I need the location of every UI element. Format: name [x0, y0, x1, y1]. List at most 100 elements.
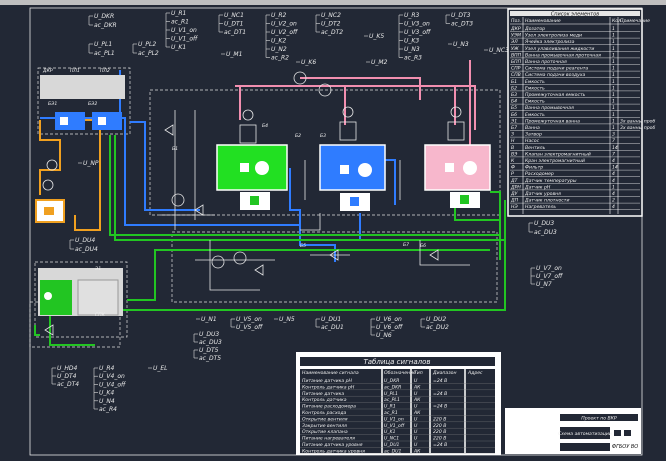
signal-table-cell: 220 В [433, 423, 446, 429]
equipment-label: Э1 [94, 266, 101, 272]
component-list-cell: Клапан электромагнитный [525, 151, 591, 157]
component-list-cell: 1 [612, 85, 615, 91]
signal-label: ac_R4 [99, 406, 117, 413]
signal-label: U_NC2 [321, 12, 341, 19]
component-list-cell: БПП [511, 59, 522, 65]
top-band [0, 0, 666, 5]
signal-label: U_K4 [99, 390, 114, 397]
component-list-cell: 2 [612, 198, 615, 204]
signal-label: ac_DT4 [57, 381, 79, 388]
signal-label: U_V7_off [536, 273, 563, 280]
signal-table-cell: Контроль датчика pH [302, 384, 355, 390]
component-list-cell: Датчик плотности [524, 198, 569, 204]
signal-table-cell: U [414, 436, 418, 442]
equipment-label: Б7 [403, 242, 409, 248]
signal-label: U_N4 [99, 398, 115, 405]
equipment-label: БЭ2 [88, 101, 97, 107]
signal-table-cell: ac_PL1 [384, 397, 400, 403]
component-list-cell: Фильтр [525, 165, 543, 171]
signal-label: ac_DU1 [321, 324, 344, 331]
component-list-cell: СПР [511, 66, 521, 72]
component-list-cell: 4 [612, 191, 615, 197]
component-list-cell: 1 [612, 184, 615, 190]
component-list-cell: Узел электролиза меди [525, 33, 582, 39]
component-list-cell: ДРН [510, 184, 521, 190]
signal-label: U_NC3 [489, 47, 509, 54]
signal-label: U_V2_off [271, 29, 298, 36]
title-block-line3: ФГБОУ ВО [612, 444, 639, 450]
component-list-cell: В [511, 145, 514, 151]
component-list-cell: 1 [612, 92, 615, 98]
equipment-label: Б5 [300, 243, 306, 249]
signal-label: U_V6_on [376, 316, 402, 323]
component-list-cell: ДП [510, 198, 519, 204]
component-list-cell: 1 [612, 59, 615, 65]
tank-blue [319, 106, 386, 211]
equipment-label: Б4 [262, 123, 268, 129]
signal-label: U_DKR [94, 13, 114, 20]
component-list-cell: Ванна [525, 125, 540, 131]
signal-table-cell: 220 В [433, 416, 446, 422]
white-pipelines [160, 110, 470, 291]
tank-green [216, 109, 288, 210]
component-list-cell: Емкость [525, 99, 545, 105]
component-list-cell: Датчик уровня [524, 191, 561, 197]
signal-label: U_K3 [404, 38, 419, 45]
signal-label: U_V3_off [404, 29, 431, 36]
signal-table-cell: Питание расходомера [302, 404, 356, 410]
signal-table-cell: АК [413, 384, 421, 390]
signal-table-header: Адрес [467, 370, 483, 376]
signal-label: U_PL1 [94, 41, 112, 48]
component-list-cell: 14 [612, 165, 618, 171]
component-list-cell: 3х ванны проб [620, 125, 655, 131]
component-list-cell: Б6 [511, 112, 517, 118]
component-list-header: Поз. [511, 18, 521, 24]
signal-label: U_V1_off [171, 36, 198, 43]
signal-table-cell: U_NC1 [384, 436, 399, 442]
title-block-line2: Схема автоматизации [558, 431, 612, 437]
component-list-cell: 1 [612, 72, 615, 78]
component-list-cell: З [511, 132, 514, 138]
component-list-cell: 3х ванны проб [620, 118, 655, 124]
title-block-line1: Проект по ВКР [581, 416, 617, 422]
signal-table-cell: АК [413, 397, 421, 403]
signal-label: U_N3 [404, 46, 420, 53]
component-list-cell: Ф [511, 165, 515, 171]
component-list-cell: УЖ [511, 46, 520, 52]
component-list-cell: Датчик pH [524, 184, 551, 190]
signal-table-cell: Питание нагревателя [302, 436, 355, 442]
signal-label: U_V2_on [271, 21, 297, 28]
dashed-regions [29, 67, 501, 348]
component-list-cell: Расходомер [525, 171, 554, 177]
signal-label: U_K6 [301, 59, 316, 66]
component-list-cell: 1 [612, 39, 615, 45]
signal-table-cell: ac_R1 [384, 410, 398, 416]
signal-label: U_R1 [171, 10, 186, 17]
component-list-cell: Промежуточная ванна [525, 118, 580, 124]
tank-pink [424, 106, 491, 208]
signal-table-cell: U [414, 442, 418, 448]
component-list-title: Список элементов [551, 12, 600, 18]
signal-table-cell: U_V1_on [384, 416, 404, 422]
component-list-cell: Насос [525, 138, 540, 144]
component-list-cell: Промежуточная емкость [525, 92, 586, 98]
signal-label: ac_R2 [271, 55, 289, 62]
equipment-label: ПЛ1 [70, 68, 80, 74]
component-list-cell: ВЭ [511, 151, 518, 157]
equipment-label: Б2 [295, 133, 301, 139]
signal-label: U_V3_on [404, 21, 430, 28]
component-list-cell: Ячейка электролиза [524, 39, 575, 45]
component-list-cell: 4 [612, 204, 615, 210]
signal-label: U_PL2 [138, 41, 156, 48]
signal-label: ac_DKR [94, 22, 117, 29]
signal-table-cell: Питание датчика pH [302, 378, 353, 384]
signal-label: ac_R3 [404, 55, 422, 62]
signal-label: U_V4_on [99, 373, 125, 380]
component-list-header: Примечание [620, 18, 650, 24]
component-list-cell: 1 [612, 79, 615, 85]
signal-label: U_M2 [371, 59, 388, 66]
signal-table-cell: Контроль датчика [302, 397, 347, 403]
